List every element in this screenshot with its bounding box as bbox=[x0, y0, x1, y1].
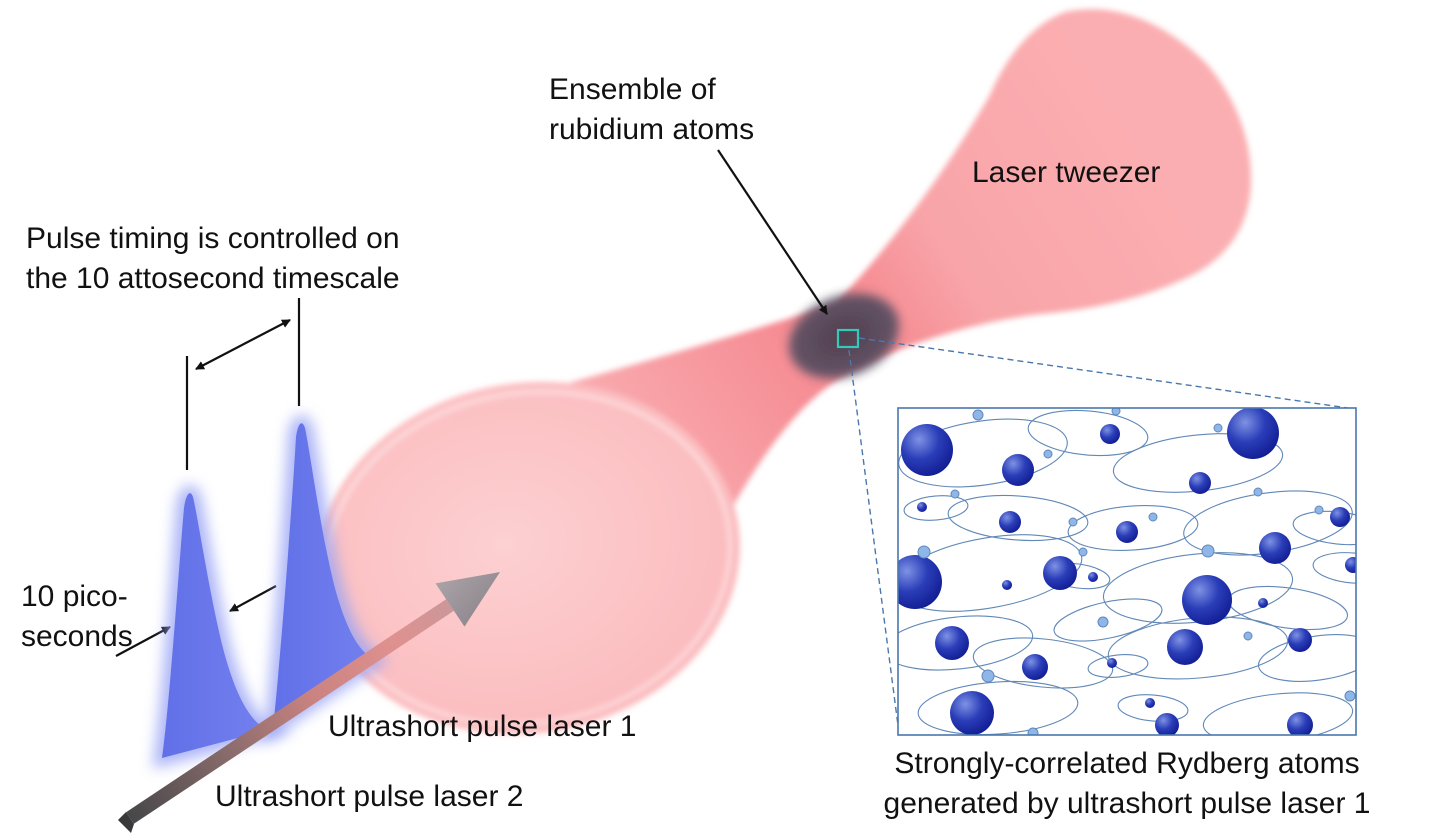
atom-sphere bbox=[917, 502, 927, 512]
atom-sphere bbox=[935, 626, 969, 660]
atom-sphere bbox=[1116, 521, 1138, 543]
atom-sphere bbox=[1182, 575, 1232, 625]
laser2-label: Ultrashort pulse laser 2 bbox=[215, 780, 524, 813]
orbit-ellipse bbox=[1257, 634, 1356, 682]
electron-dot bbox=[1344, 690, 1356, 702]
inset-content bbox=[898, 408, 1356, 735]
orbit-ellipse bbox=[1053, 598, 1163, 642]
pulse-timing-label-line2: the 10 attosecond timescale bbox=[26, 262, 400, 295]
timing-double-arrow bbox=[195, 319, 291, 370]
electron-dot bbox=[1027, 727, 1039, 735]
pulse-timing-label-line1: Pulse timing is controlled on bbox=[26, 222, 400, 255]
orbit-ellipse bbox=[1202, 692, 1354, 735]
inset-caption-line1: Strongly-correlated Rydberg atoms bbox=[894, 747, 1360, 780]
picoseconds-label: 10 pico- seconds bbox=[21, 577, 133, 657]
pulse-timing-label: Pulse timing is controlled on the 10 att… bbox=[26, 219, 400, 299]
ensemble-label-line2: rubidium atoms bbox=[549, 113, 755, 146]
atom-sphere bbox=[1088, 572, 1098, 582]
orbit-ellipse bbox=[947, 494, 1089, 542]
picoseconds-arrow bbox=[115, 626, 171, 657]
orbit-ellipse bbox=[917, 680, 1079, 735]
laser1-label: Ultrashort pulse laser 1 bbox=[328, 710, 637, 743]
orbit-ellipse bbox=[898, 615, 1034, 671]
pulse-width-arrow bbox=[229, 585, 277, 612]
orbit-ellipse bbox=[1312, 552, 1356, 584]
ensemble-label-line1: Ensemble of bbox=[549, 73, 716, 106]
electron-dot bbox=[1243, 631, 1253, 641]
atom-sphere bbox=[901, 424, 953, 476]
electron-dot bbox=[1213, 423, 1223, 433]
ensemble-label: Ensemble of rubidium atoms bbox=[549, 70, 754, 150]
atom-sphere bbox=[1330, 507, 1350, 527]
atom-sphere bbox=[999, 511, 1021, 533]
atom-sphere bbox=[1259, 532, 1291, 564]
pulse-1 bbox=[162, 493, 268, 758]
electron-dot bbox=[950, 489, 960, 499]
inset-border bbox=[897, 407, 1357, 736]
atom-sphere bbox=[950, 691, 994, 735]
orbit-ellipse bbox=[972, 637, 1114, 689]
electron-dot bbox=[981, 669, 995, 683]
atom-sphere bbox=[1107, 658, 1117, 668]
atom-sphere bbox=[1043, 556, 1077, 590]
atom-sphere bbox=[1287, 712, 1313, 735]
orbit-ellipse bbox=[903, 495, 969, 521]
electron-dot bbox=[1201, 544, 1215, 558]
atom-sphere bbox=[1002, 454, 1034, 486]
atom-sphere bbox=[1100, 424, 1120, 444]
orbit-ellipse bbox=[1067, 505, 1199, 551]
orbit-ellipse bbox=[1027, 409, 1149, 457]
laser-pulses bbox=[152, 415, 389, 769]
atom-sphere bbox=[1227, 408, 1279, 459]
picoseconds-label-line2: seconds bbox=[21, 620, 133, 653]
laser-tweezer-beam bbox=[316, 9, 1252, 735]
electron-dot bbox=[1043, 449, 1053, 459]
picoseconds-label-line1: 10 pico- bbox=[21, 580, 128, 613]
atom-sphere bbox=[898, 555, 942, 609]
electron-dot bbox=[972, 409, 984, 421]
atom-sphere bbox=[1345, 557, 1356, 573]
atom-sphere bbox=[1155, 713, 1179, 735]
atom-sphere bbox=[1145, 698, 1155, 708]
inset-caption-line2: generated by ultrashort pulse laser 1 bbox=[883, 787, 1371, 820]
electron-dot bbox=[1111, 408, 1121, 416]
arrow-bar-shaft bbox=[126, 599, 454, 824]
orbit-ellipse bbox=[898, 418, 1068, 488]
zoom-region-box bbox=[836, 328, 860, 349]
electron-dot bbox=[1253, 487, 1263, 497]
pulse-2 bbox=[273, 423, 374, 728]
zoom-connector-bottom bbox=[848, 349, 900, 734]
orbit-ellipse bbox=[1117, 694, 1189, 722]
arrow-bar-endcap bbox=[118, 812, 134, 833]
atom-cloud bbox=[788, 293, 900, 379]
pulse-train-arrow bbox=[118, 572, 500, 833]
atom-sphere bbox=[1022, 654, 1048, 680]
laser-tweezer-label: Laser tweezer bbox=[972, 156, 1161, 189]
electron-dot bbox=[917, 545, 931, 559]
electron-dot bbox=[1314, 505, 1324, 515]
orbit-ellipse bbox=[898, 534, 1083, 612]
zoom-connector-lines bbox=[848, 337, 1356, 734]
zoom-connector-top bbox=[858, 337, 1356, 410]
electron-dot bbox=[1148, 512, 1158, 522]
ensemble-pointer-arrow bbox=[717, 149, 828, 315]
atom-sphere bbox=[1002, 580, 1012, 590]
electron-dot bbox=[1097, 616, 1109, 628]
electron-dot bbox=[1078, 547, 1088, 557]
atom-sphere bbox=[1167, 629, 1203, 665]
rydberg-inset bbox=[897, 407, 1357, 736]
atom-sphere bbox=[1288, 628, 1312, 652]
orbit-ellipse bbox=[1087, 654, 1149, 678]
atom-sphere bbox=[1189, 472, 1211, 494]
electron-dot bbox=[1068, 517, 1078, 527]
beam-right-cone bbox=[836, 9, 1252, 370]
arrow-bar-head bbox=[435, 572, 500, 627]
pulse-timing-annotation bbox=[115, 298, 301, 657]
beam-left-face bbox=[316, 381, 740, 735]
atom-sphere bbox=[1258, 598, 1268, 608]
inset-caption: Strongly-correlated Rydberg atoms genera… bbox=[837, 744, 1417, 824]
